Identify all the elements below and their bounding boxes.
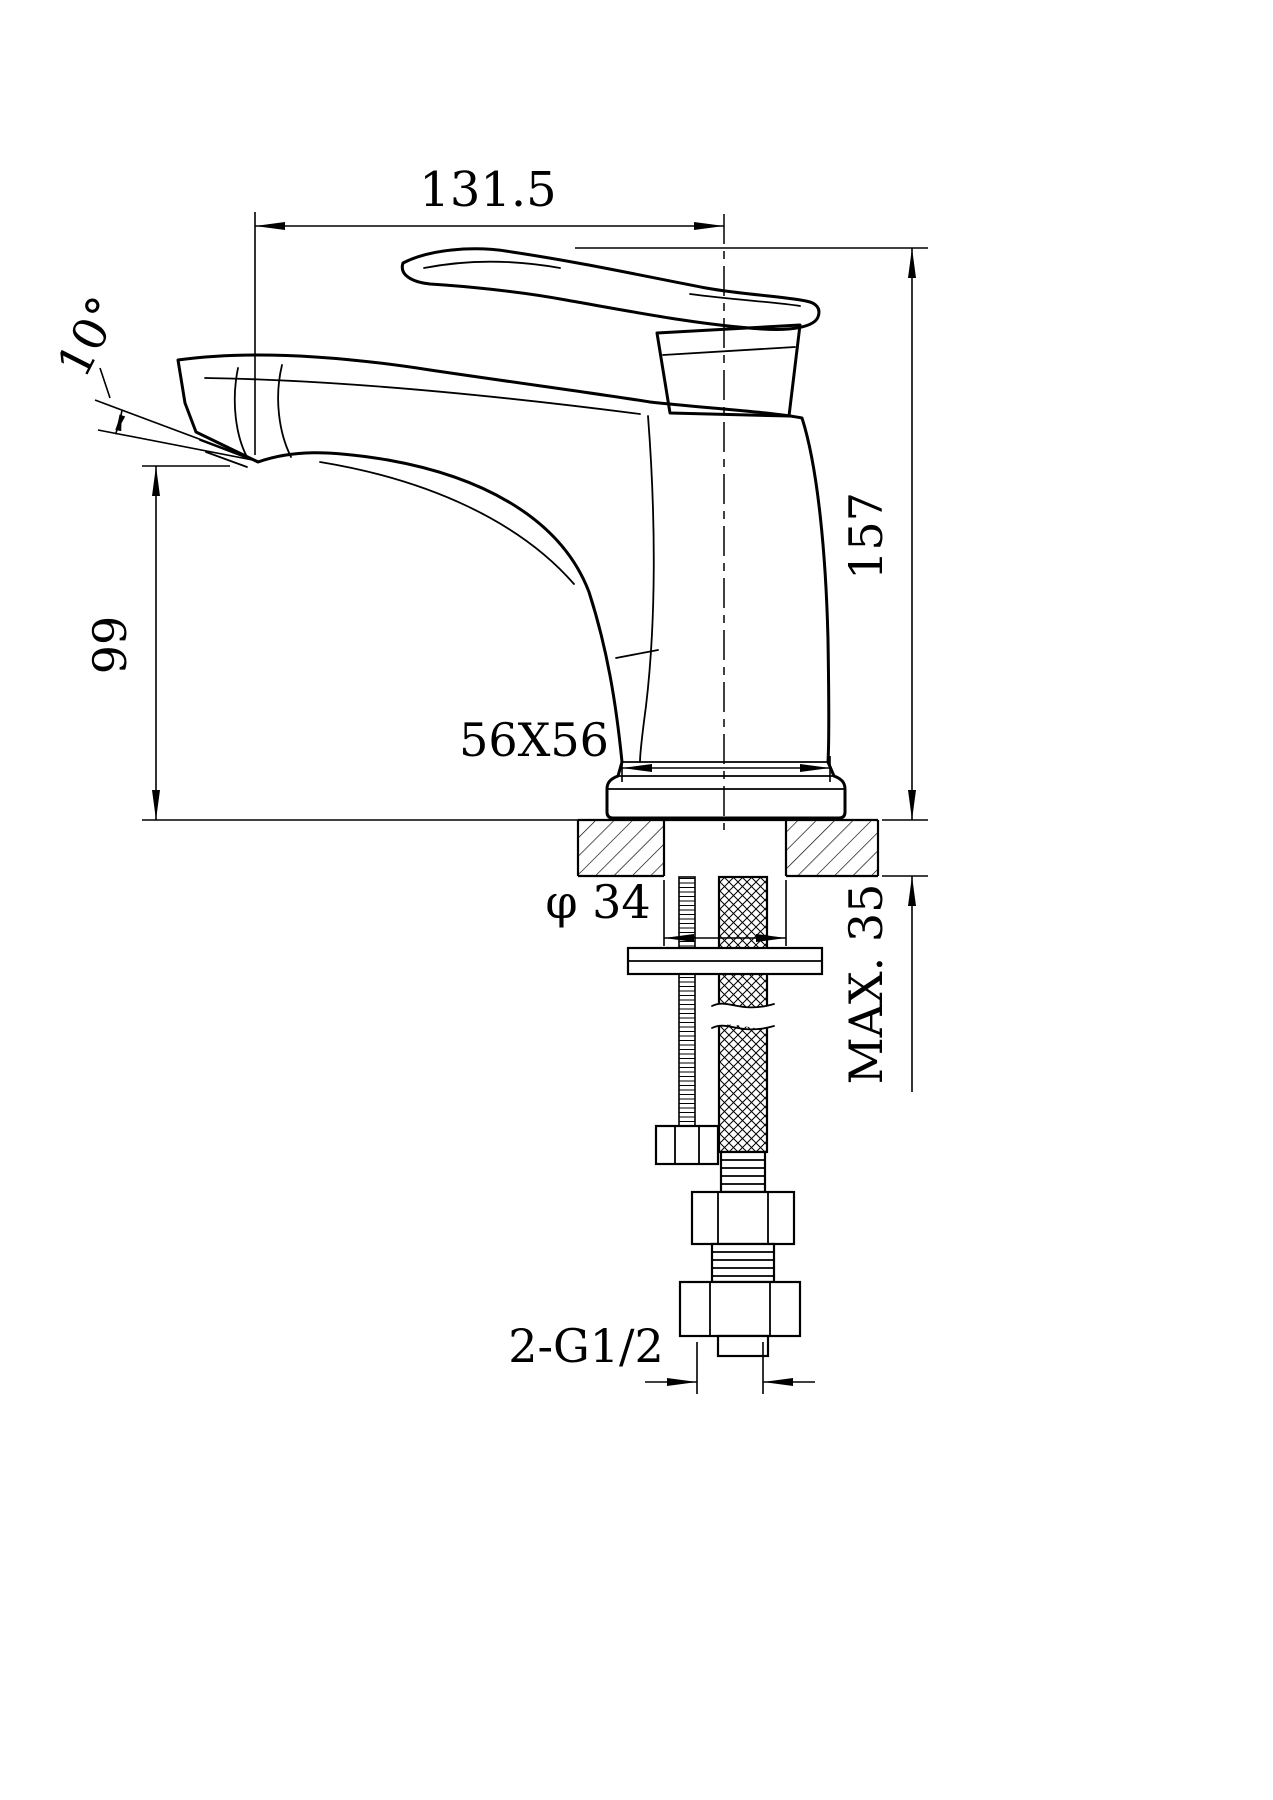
threaded-stud [678,876,696,1129]
counter-deck [576,818,880,878]
deck-hatch-right [786,821,878,875]
stud-nut [654,1124,720,1166]
dim-label-spout-height: 99 [83,616,137,675]
mounting-hardware [626,875,824,1358]
dimension-spout-angle: 10° [46,288,259,462]
dim-label-total-height: 157 [839,492,893,580]
deck-hatch-left [578,821,664,875]
handle-base-outline [655,323,802,418]
dimension-hole-diameter: φ 34 [545,875,787,946]
dim-label-top-width: 131.5 [419,162,556,218]
dim-label-hole-diameter: φ 34 [545,875,650,929]
dimension-top-width: 131.5 [254,162,724,455]
hose-end-fitting [716,1334,770,1358]
dim-label-base-size: 56X56 [459,713,609,767]
faucet-detail-lines [199,260,846,790]
dimension-max-deck-thickness: MAX. 35 [839,875,928,1092]
dimension-inlet-thread: 2-G1/2 [508,1319,815,1394]
faucet [176,214,847,830]
dim-label-spout-angle: 10° [46,288,131,385]
hose-hex-nut-lower [678,1280,802,1338]
hose-ribbed-section-upper [719,1150,767,1194]
hose-break-line-bottom [711,1024,775,1031]
dim-label-max-deck-thickness: MAX. 35 [839,884,893,1085]
dimensions: 131.5 157 99 10° 56X56 [46,162,928,1394]
faucet-body-outline [176,353,847,820]
dim-label-inlet-thread: 2-G1/2 [508,1319,664,1373]
deck-outline [576,818,880,878]
dimension-spout-height: 99 [83,465,578,821]
hose-break-line-top [711,1002,775,1009]
hose-break-mask [712,1003,774,1029]
dimension-total-height: 157 [575,247,928,821]
handle-lever-outline [400,247,821,331]
dimension-base-size: 56X56 [459,713,831,782]
hose-hex-nut-upper [690,1190,796,1246]
